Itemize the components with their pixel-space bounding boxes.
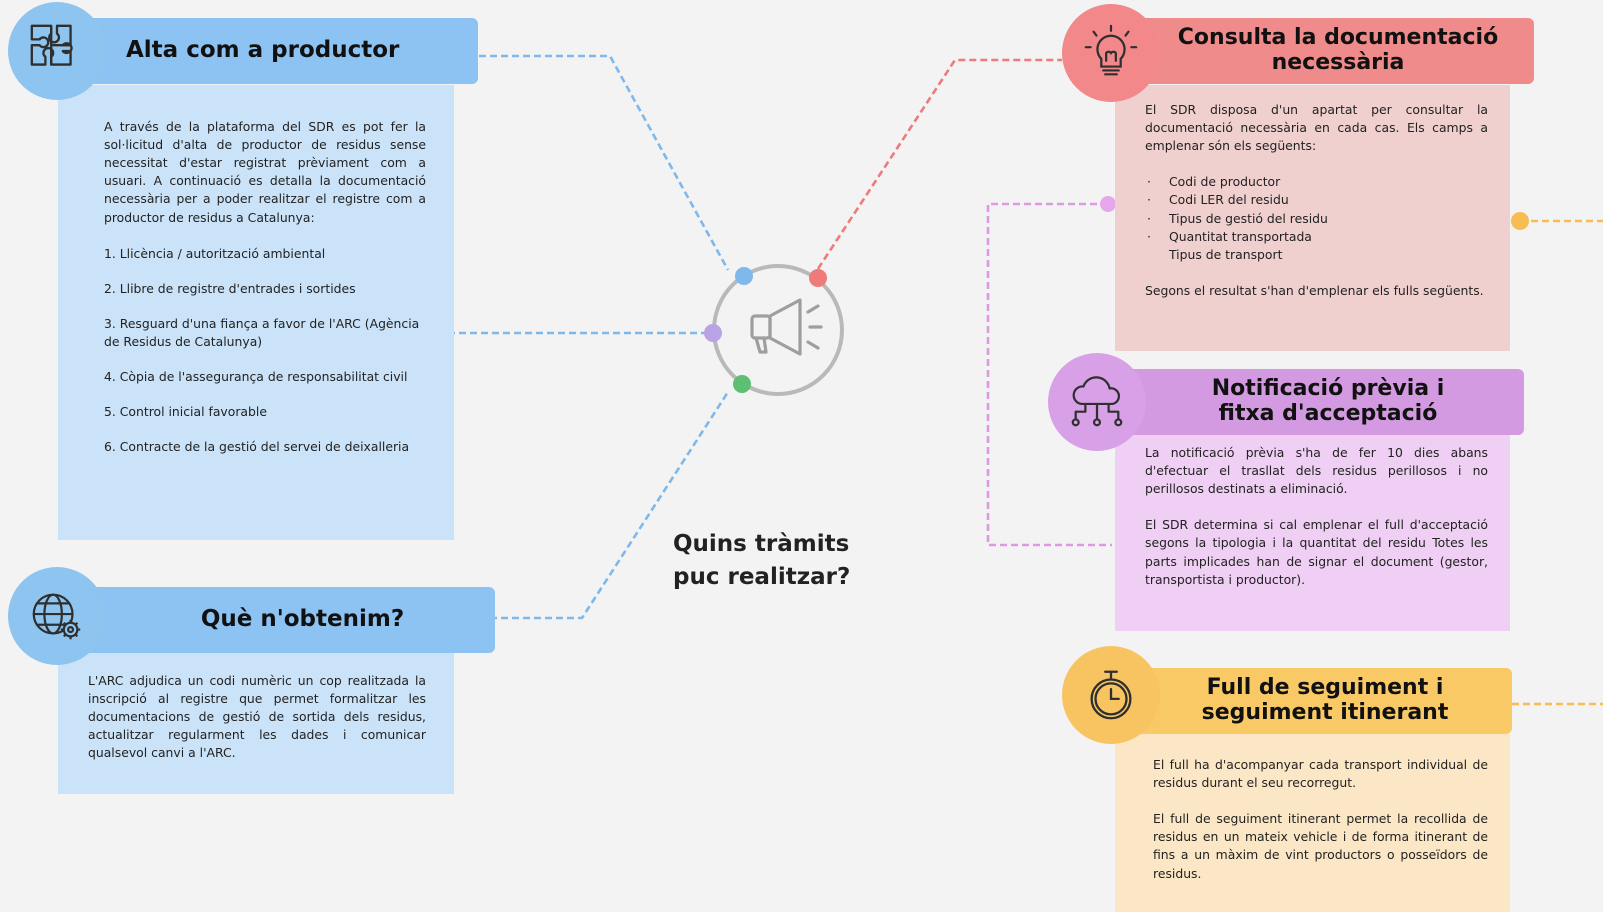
consulta-bullet: ·Tipus de gestió del residu: [1147, 210, 1328, 226]
alta-item: 3. Resguard d'una fiança a favor de l'AR…: [104, 315, 420, 349]
lightbulb-icon: [1084, 24, 1138, 76]
consulta-content-box: El SDR disposa d'un apartat per consulta…: [1115, 85, 1510, 351]
consulta-title-line2: necessària: [1271, 50, 1405, 75]
consulta-title-bar: Consulta la documentació necessària: [1108, 18, 1534, 84]
notificacio-title-line2: fitxa d'acceptació: [1218, 401, 1438, 426]
notificacio-title-bar: Notificació prèvia i fitxa d'acceptació: [1098, 369, 1524, 435]
obtenim-text: L'ARC adjudica un codi numèric un cop re…: [88, 673, 426, 761]
full-title-line1: Full de seguiment i: [1206, 675, 1444, 701]
obtenim-title-bar: Què n'obtenim?: [60, 587, 495, 653]
consulta-bullet: ·Codi LER del residu: [1147, 192, 1289, 208]
alta-item: 1. Llicència / autorització ambiental: [104, 245, 326, 261]
alta-title-bar: Alta com a productor: [60, 18, 478, 84]
consulta-title-line1: Consulta la documentació: [1177, 25, 1499, 51]
notificacio-p2: El SDR determina si cal emplenar el full…: [1145, 517, 1488, 587]
center-title-line1: Quins tràmits: [673, 531, 850, 557]
full-p2: El full de seguiment itinerant permet la…: [1153, 811, 1488, 881]
stopwatch-icon: [1090, 670, 1132, 720]
alta-item: 2. Llibre de registre d'entrades i sorti…: [104, 280, 356, 296]
notificacio-content-box: La notificació prèvia s'ha de fer 10 die…: [1115, 434, 1510, 631]
node-dot-green: [733, 375, 751, 393]
obtenim-content-box: L'ARC adjudica un codi numèric un cop re…: [58, 652, 454, 794]
notificacio-icon-circle: [1048, 353, 1146, 451]
alta-content-box: A través de la plataforma del SDR es pot…: [58, 85, 454, 540]
consulta-bullet: ·Quantitat transportada: [1147, 228, 1312, 244]
consulta-bullet: Tipus de transport: [1169, 246, 1283, 262]
consulta-bullet: ·Codi de productor: [1147, 174, 1281, 190]
consulta-icon-circle: [1062, 4, 1160, 102]
alta-item: 6. Contracte de la gestió del servei de …: [104, 439, 410, 455]
connector-consulta: [810, 58, 1062, 279]
obtenim-title: Què n'obtenim?: [200, 606, 405, 633]
alta-item: 5. Control inicial favorable: [104, 404, 267, 420]
full-icon-circle: [1062, 646, 1160, 744]
alta-title: Alta com a productor: [126, 37, 400, 64]
cloud-network-icon: [1071, 376, 1123, 427]
notificacio-title-line1: Notificació prèvia i: [1211, 376, 1445, 402]
connector-alta: [468, 54, 730, 271]
puzzle-icon: [30, 24, 73, 66]
node-dot-blue: [735, 267, 753, 285]
consulta-intro: El SDR disposa d'un apartat per consulta…: [1145, 102, 1488, 154]
center-title: Quins tràmits puc realitzar?: [673, 528, 893, 595]
notificacio-p1: La notificació prèvia s'ha de fer 10 die…: [1145, 445, 1488, 497]
node-dot-pink: [1100, 196, 1116, 212]
center-title-line2: puc realitzar?: [673, 564, 851, 591]
node-dot-purple: [704, 324, 722, 342]
alta-intro: A través de la plataforma del SDR es pot…: [104, 119, 426, 225]
full-title-line2: seguiment itinerant: [1201, 700, 1449, 725]
globe-gear-icon: [32, 593, 81, 640]
full-p1: El full ha d'acompanyar cada transport i…: [1153, 757, 1488, 791]
alta-item: 4. Còpia de l'assegurança de responsabil…: [104, 369, 408, 385]
connector-notificacio: [986, 202, 1112, 547]
node-dot-red: [809, 269, 827, 287]
full-content-box: El full ha d'acompanyar cada transport i…: [1115, 734, 1510, 912]
full-title-bar: Full de seguiment i seguiment itinerant: [1108, 668, 1512, 734]
connector-obtenim: [490, 391, 730, 620]
consulta-outro: Segons el resultat s'han d'emplenar els …: [1145, 282, 1484, 298]
megaphone-icon: [750, 298, 823, 356]
consulta-bullet-list: ·Codi de productor ·Codi LER del residu …: [1145, 173, 1488, 264]
node-dot-orange: [1511, 212, 1529, 230]
obtenim-icon-circle: [8, 567, 106, 665]
alta-icon-circle: [8, 2, 106, 100]
